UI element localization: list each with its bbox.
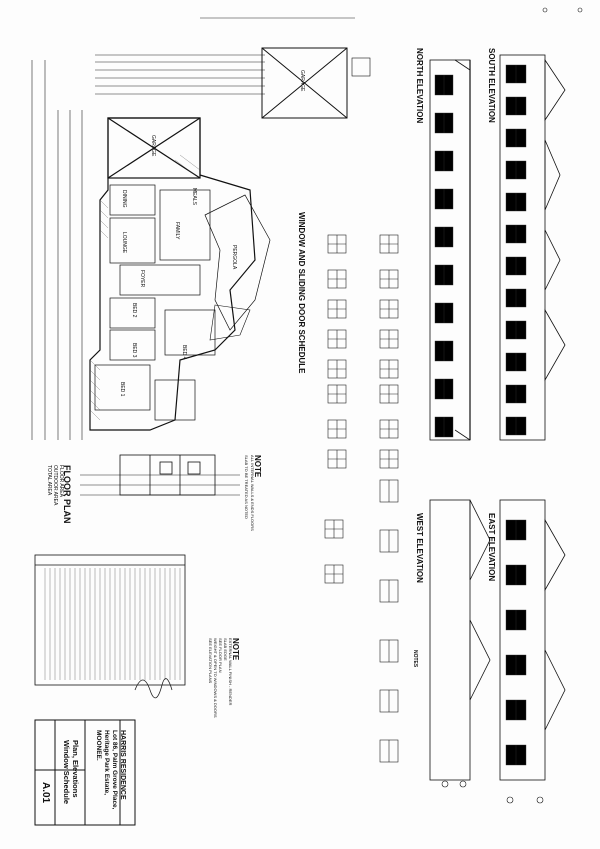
room-family: FAMILY (174, 222, 180, 240)
south-elevation-title: SOUTH ELEVATION (487, 48, 496, 123)
note-2-line-4: WEIGHT & OPEN TO WINDOWS & DOORS (213, 638, 218, 718)
room-bed1: BED 1 (119, 382, 125, 397)
note-2-line-5: SEE ELEVATION PLANS (208, 638, 213, 684)
project-town: MOONEE. (95, 730, 102, 761)
room-pergola: PERGOLA (231, 245, 237, 270)
project-estate: Heritage Park Estate, (103, 730, 110, 796)
note-2-line-2: SLAB EDGE (223, 638, 228, 661)
note-2-line-1: EXTERNAL WALL FINISH - RENDER (228, 638, 233, 706)
window-schedule-title: WINDOW AND SLIDING DOOR SCHEDULE (297, 212, 306, 374)
sheet-title-2: Window Schedule (62, 740, 71, 805)
east-elevation-title: EAST ELEVATION (487, 513, 496, 582)
room-bed2: BED 2 (131, 303, 137, 318)
room-bed4: BED 4 (181, 345, 187, 360)
note-1-line-2: SLAB TO BE TREATED AS NOTED (244, 455, 249, 519)
north-elevation-title: NORTH ELEVATION (415, 48, 424, 124)
room-dining: DINING (121, 190, 127, 208)
room-meals: MEALS (191, 188, 197, 205)
room-garage: GARAGE (150, 135, 156, 157)
total-area-label: TOTAL AREA (46, 465, 52, 496)
room-garage-detached: GARAGE (299, 70, 305, 92)
room-lounge: LOUNGE (121, 232, 127, 254)
room-foyer: FOYER (139, 270, 145, 288)
project-name: HARRIS RESIDENCE (119, 730, 126, 800)
outdoor-area-label: OUTDOOR AREA (52, 465, 58, 506)
sheet-number: A.01 (40, 782, 51, 804)
sheet-title-1: Plan, Elevations (71, 740, 80, 798)
project-lot: Lot 86, Palm Grove Place, (111, 730, 118, 810)
notes-3-title: NOTES (412, 650, 418, 668)
floor-area-label: FLOOR AREA (58, 465, 64, 497)
note-1-line-1: ALL INTERNAL WALLS & ENDS FLOORS (250, 455, 255, 531)
note-2-line-3: SEE FLOOR PLAN (218, 638, 223, 673)
room-bed3: BED 3 (131, 343, 137, 358)
west-elevation-title: WEST ELEVATION (415, 513, 424, 583)
